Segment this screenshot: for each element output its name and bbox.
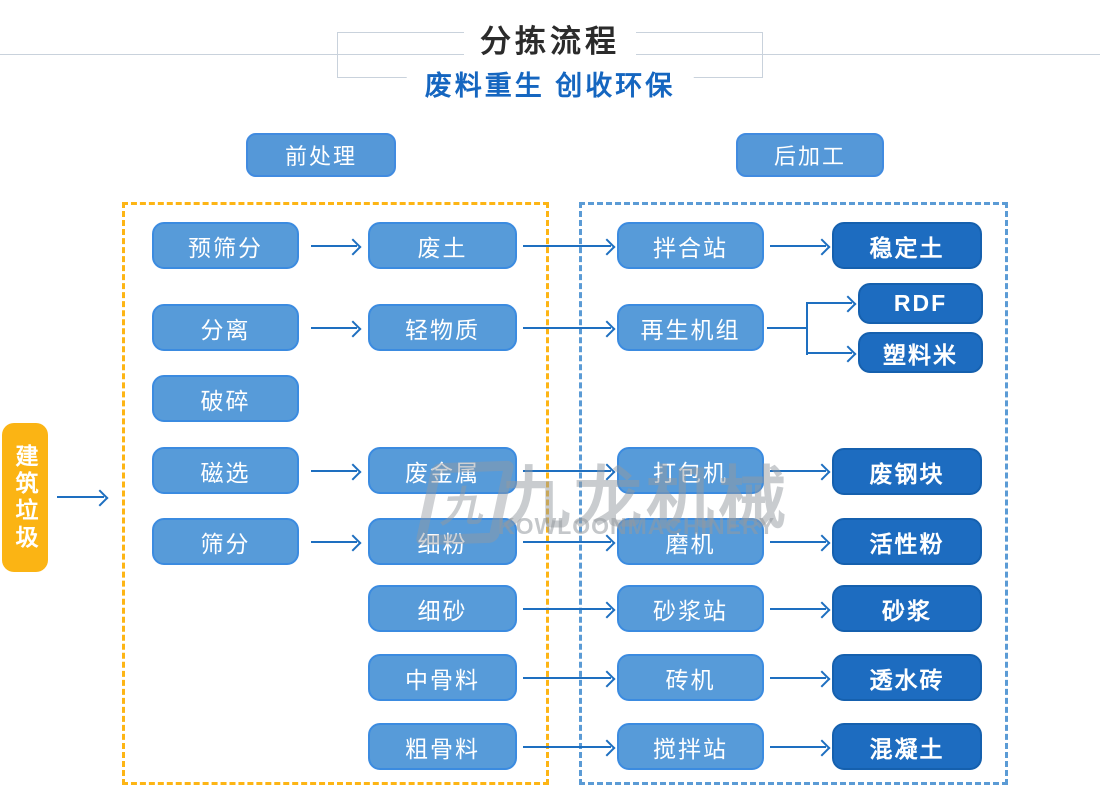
node-permeable-brick: 透水砖 xyxy=(832,654,982,701)
node-mortar: 砂浆 xyxy=(832,585,982,632)
node-mortar-station: 砂浆站 xyxy=(617,585,764,632)
node-coarse-aggregate: 粗骨料 xyxy=(368,723,517,770)
node-rdf: RDF xyxy=(858,283,983,324)
node-concrete: 混凝土 xyxy=(832,723,982,770)
arrow-metal-to-baler xyxy=(523,470,611,472)
node-waste-soil: 废土 xyxy=(368,222,517,269)
line-recycling-split-stub xyxy=(767,327,808,329)
node-separation: 分离 xyxy=(152,304,299,351)
arrow-brickmachine-to-permeable xyxy=(770,677,826,679)
node-light-material: 轻物质 xyxy=(368,304,517,351)
arrow-prescreen-to-soil xyxy=(311,245,357,247)
node-pre-screening: 预筛分 xyxy=(152,222,299,269)
arrow-powder-to-grinder xyxy=(523,541,611,543)
page-title: 分拣流程 xyxy=(464,16,636,61)
post-processing-zone xyxy=(579,202,1008,785)
arrow-coarse-to-agitator xyxy=(523,746,611,748)
pre-processing-zone xyxy=(122,202,549,785)
section-label-post-processing: 后加工 xyxy=(736,133,884,177)
node-baler: 打包机 xyxy=(617,447,764,494)
arrow-separation-to-light xyxy=(311,327,357,329)
arrow-source-to-pre xyxy=(57,496,104,498)
node-stabilized-soil: 稳定土 xyxy=(832,222,982,269)
node-scrap-steel-block: 废钢块 xyxy=(832,448,982,495)
arrow-light-to-recycling xyxy=(523,327,611,329)
arrow-split-to-rdf xyxy=(806,302,852,304)
node-brick-machine: 砖机 xyxy=(617,654,764,701)
arrow-sand-to-mortar xyxy=(523,608,611,610)
node-grinder: 磨机 xyxy=(617,518,764,565)
node-active-powder: 活性粉 xyxy=(832,518,982,565)
arrow-mortarstation-to-mortar xyxy=(770,608,826,610)
arrow-soil-to-mixing xyxy=(523,245,611,247)
node-scrap-metal: 废金属 xyxy=(368,447,517,494)
arrow-split-to-pellet xyxy=(806,352,852,354)
node-magnetic-sort: 磁选 xyxy=(152,447,299,494)
node-fine-sand: 细砂 xyxy=(368,585,517,632)
node-mixing-plant: 拌合站 xyxy=(617,222,764,269)
node-fine-powder: 细粉 xyxy=(368,518,517,565)
arrow-agitator-to-concrete xyxy=(770,746,826,748)
line-recycling-split-vertical xyxy=(806,302,808,355)
arrow-baler-to-steel xyxy=(770,470,826,472)
arrow-screen-to-powder xyxy=(311,541,357,543)
node-crushing: 破碎 xyxy=(152,375,299,422)
arrow-mixing-to-stabilized xyxy=(770,245,826,247)
section-label-pre-processing: 前处理 xyxy=(246,133,396,177)
node-medium-aggregate: 中骨料 xyxy=(368,654,517,701)
page-subtitle: 废料重生 创收环保 xyxy=(406,64,694,103)
node-recycling-unit: 再生机组 xyxy=(617,304,764,351)
source-construction-waste: 建筑垃圾 xyxy=(2,423,48,572)
node-plastic-pellet: 塑料米 xyxy=(858,332,983,373)
node-agitator-station: 搅拌站 xyxy=(617,723,764,770)
node-screening: 筛分 xyxy=(152,518,299,565)
arrow-grinder-to-active xyxy=(770,541,826,543)
arrow-medium-to-brick xyxy=(523,677,611,679)
arrow-magnetic-to-metal xyxy=(311,470,357,472)
